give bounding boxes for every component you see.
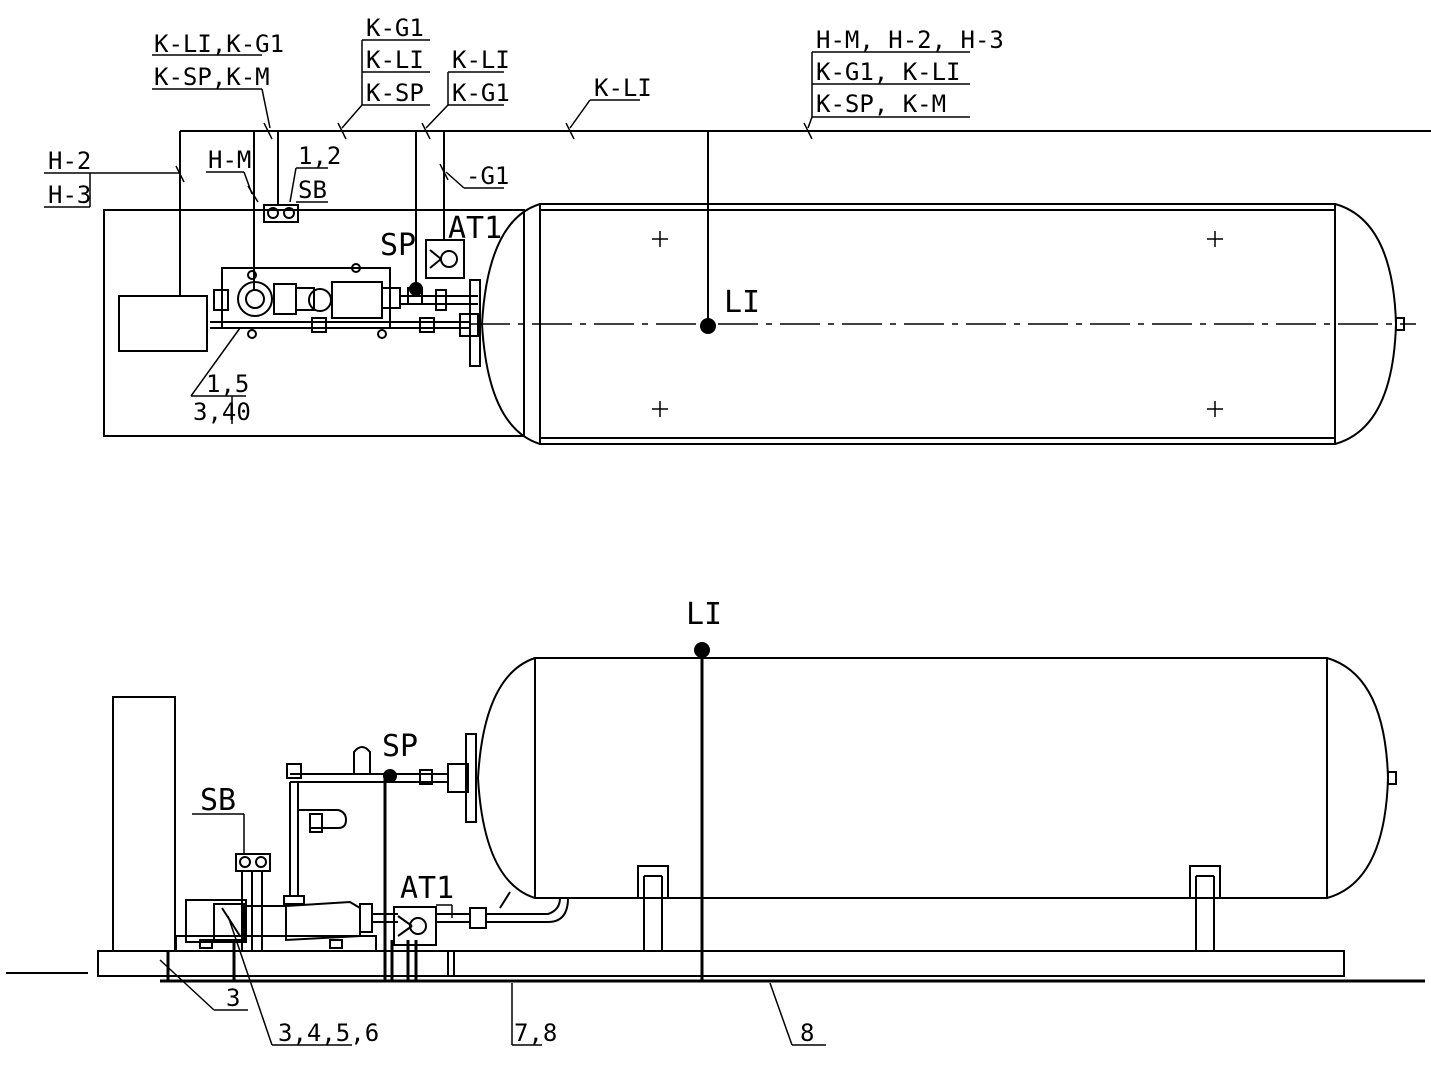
label-sb-bottom: SB <box>200 783 236 818</box>
label-sb-ref: SB <box>298 176 327 204</box>
plan-view: K-LI,K-G1 K-SP,K-M K-G1 K-LI K-SP K-LI K… <box>44 14 1431 445</box>
label-ref-8: 8 <box>800 1019 814 1047</box>
label-k-g1: K-G1 <box>366 14 424 42</box>
label-pump-ref-den: 3,40 <box>193 398 251 426</box>
label-li-top: LI <box>724 285 760 320</box>
motor-plan <box>237 281 273 317</box>
label-h-group: H-M, H-2, H-3 <box>816 26 1004 54</box>
label-at1-bottom: AT1 <box>400 871 454 906</box>
skid-base-plan <box>103 209 525 437</box>
sb-station-plan <box>263 204 299 223</box>
tank-elevation <box>476 657 1390 899</box>
label-k-sp-k-m-2: K-SP, K-M <box>816 90 946 118</box>
label-k-li-2: K-LI <box>452 46 510 74</box>
label-h-m: H-M <box>208 146 251 174</box>
sb-station-elevation <box>235 853 271 872</box>
label-leaders-top <box>44 39 970 424</box>
label-ref-3456: 3,4,5,6 <box>278 1019 379 1047</box>
sp-gauge-plan <box>409 282 423 296</box>
label-ref-78: 7,8 <box>514 1019 557 1047</box>
label-k-g1-k-li: K-G1, K-LI <box>816 58 961 86</box>
at1-box-elevation <box>393 906 437 946</box>
control-box-plan <box>118 295 208 352</box>
label-ref-3: 3 <box>226 984 240 1012</box>
label-sp-top: SP <box>380 228 416 263</box>
support-marks <box>652 231 1223 417</box>
label-g1-branch: -G1 <box>466 162 509 190</box>
at1-box-plan <box>425 239 465 279</box>
li-sensor-plan <box>700 318 716 334</box>
control-cabinet-elevation <box>112 696 176 952</box>
label-k-li-3: K-LI <box>594 74 652 102</box>
label-h-2: H-2 <box>48 147 91 175</box>
label-k-sp-k-m: K-SP,K-M <box>154 63 270 91</box>
label-sb-ref-number: 1,2 <box>298 142 341 170</box>
label-leaders-bottom <box>159 915 826 1046</box>
tank-saddles <box>637 865 1221 951</box>
label-li-bottom: LI <box>686 597 722 632</box>
label-sp-bottom: SP <box>382 729 418 764</box>
label-k-li-k-g1: K-LI,K-G1 <box>154 30 284 58</box>
label-k-sp: K-SP <box>366 79 424 107</box>
label-h-3: H-3 <box>48 181 91 209</box>
label-k-li: K-LI <box>366 46 424 74</box>
skid-base-elevation <box>97 950 1345 977</box>
label-k-g1-2: K-G1 <box>452 79 510 107</box>
elevation-view: LI SP SB <box>6 597 1425 1047</box>
label-pump-ref-num: 1,5 <box>206 370 249 398</box>
